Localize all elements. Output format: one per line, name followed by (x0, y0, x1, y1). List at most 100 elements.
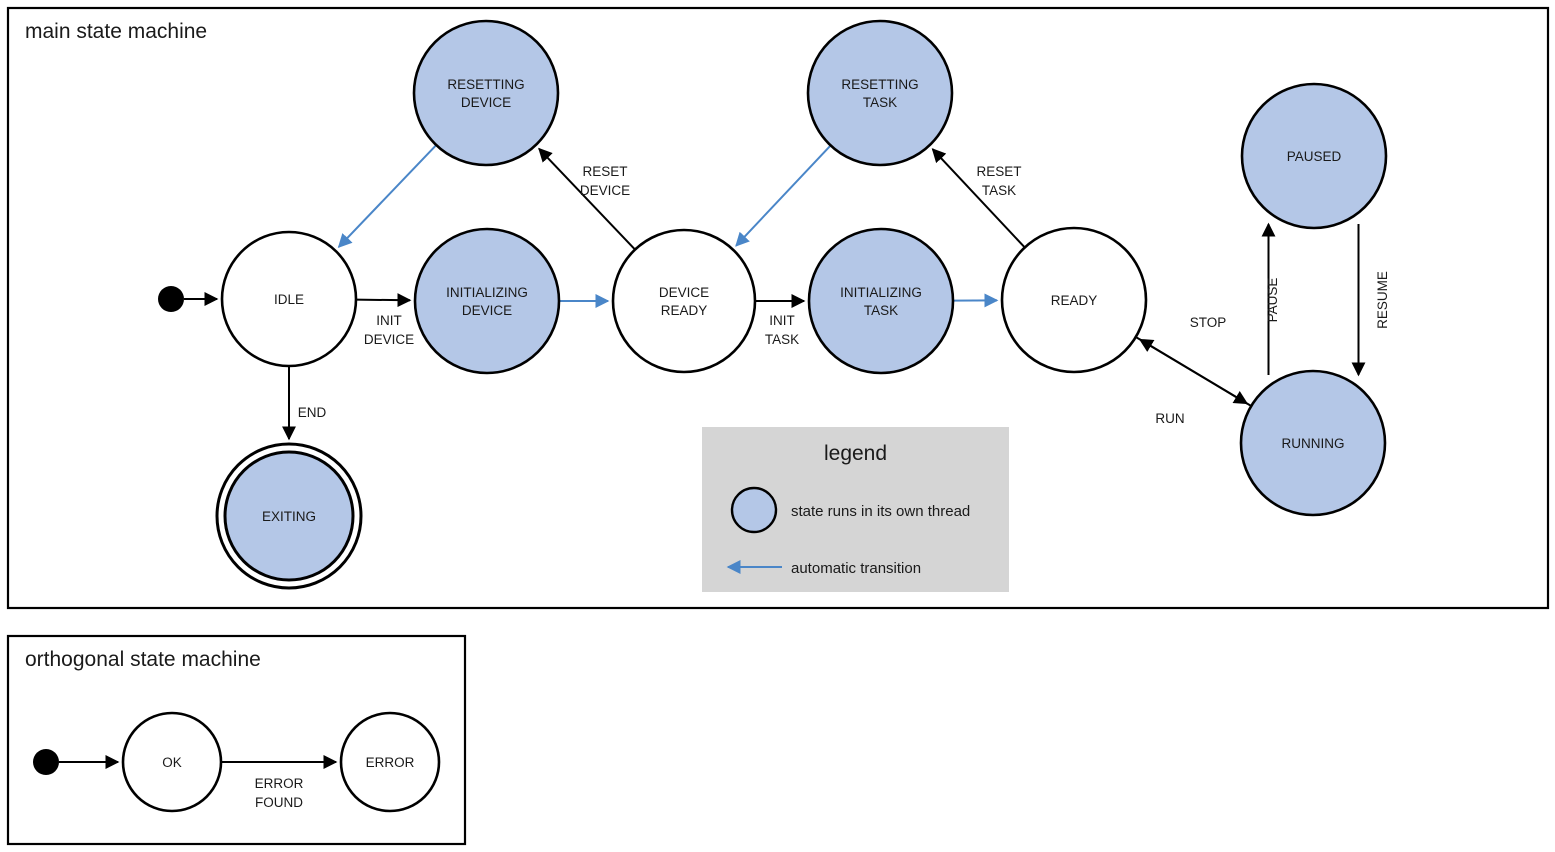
transition-label-ready-run: RUN (1155, 411, 1184, 426)
transition-resettask-devready-line (735, 144, 832, 247)
transition-devready-resetdev-line (538, 147, 636, 251)
legend-item-auto-transition: automatic transition (726, 560, 921, 577)
state-resetting-device-label: DEVICE (461, 95, 511, 110)
frame-border-main (6, 6, 1550, 610)
legend-item-auto-transition-label: automatic transition (791, 560, 921, 577)
transition-label-running-stop: STOP (1190, 315, 1227, 330)
state-initializing-task-label: INITIALIZING (840, 285, 922, 300)
state-initializing-device-label: INITIALIZING (446, 285, 528, 300)
state-paused-label: PAUSED (1287, 149, 1342, 164)
state-initializing-task[interactable]: INITIALIZING TASK (807, 227, 955, 375)
state-paused[interactable]: PAUSED (1240, 82, 1388, 230)
state-resetting-task-label: RESETTING (841, 77, 918, 92)
state-idle-label: IDLE (274, 292, 304, 307)
transition-label-ready-resettask-line: TASK (982, 183, 1016, 198)
transition-label-idle-init-device-line: DEVICE (364, 332, 414, 347)
state-running-label: RUNNING (1282, 436, 1345, 451)
state-error-label: ERROR (366, 755, 415, 770)
state-device-ready-label: READY (661, 303, 708, 318)
transition-label-devready-resetdev: RESET DEVICE (580, 164, 630, 198)
state-resetting-device[interactable]: RESETTING DEVICE (412, 19, 560, 167)
state-error-circle (339, 711, 441, 813)
legend-item-thread-state: state runs in its own thread (730, 486, 970, 534)
state-resetting-device-label: RESETTING (447, 77, 524, 92)
frame-title-main: main state machine (25, 20, 207, 43)
state-resetting-task-label: TASK (863, 95, 897, 110)
state-ok-circle (121, 711, 223, 813)
frame-orthogonal: orthogonal state machine (6, 634, 467, 846)
state-resetting-device-circle (412, 19, 560, 167)
transition-running-stop (1138, 338, 1252, 407)
state-resetting-task-circle (806, 19, 954, 167)
state-device-ready[interactable]: DEVICE READY (611, 228, 757, 374)
state-resetting-task[interactable]: RESETTING TASK (806, 19, 954, 167)
transition-label-ready-resettask: RESET TASK (976, 164, 1021, 198)
state-paused-circle (1240, 82, 1388, 230)
transition-label-devready-resetdev-line: DEVICE (580, 183, 630, 198)
transition-label-ready-run-line: RUN (1155, 411, 1184, 426)
transition-label-paused-resume: RESUME (1375, 271, 1390, 329)
transition-label-devready-inittask: INIT TASK (765, 313, 799, 347)
frame-title-orthogonal: orthogonal state machine (25, 648, 261, 671)
transition-label-ok-error-found: ERROR FOUND (255, 776, 304, 810)
state-ok-label: OK (162, 755, 182, 770)
transition-label-ok-error-found-line: FOUND (255, 795, 303, 810)
transition-label-running-pause-line: PAUSE (1265, 278, 1280, 323)
state-initializing-task-circle (807, 227, 955, 375)
state-idle[interactable]: IDLE (220, 230, 358, 368)
transition-resettask-devready (735, 144, 832, 247)
transition-label-idle-end: END (298, 405, 327, 420)
orthogonal-initial-state-node (33, 749, 59, 775)
transition-label-running-stop-line: STOP (1190, 315, 1227, 330)
transition-running-stop-line (1138, 338, 1252, 407)
orthogonal-initial-state-dot (33, 749, 59, 775)
state-running[interactable]: RUNNING (1239, 369, 1387, 517)
transition-label-devready-inittask-line: INIT (769, 313, 795, 328)
state-error[interactable]: ERROR (339, 711, 441, 813)
transition-label-idle-init-device-line: INIT (376, 313, 402, 328)
state-device-ready-circle (611, 228, 757, 374)
legend: legend state runs in its own thread automa… (702, 427, 1009, 592)
state-initializing-device-label: DEVICE (462, 303, 512, 318)
state-device-ready-label: DEVICE (659, 285, 709, 300)
state-initializing-task-label: TASK (864, 303, 898, 318)
state-initializing-device-circle (413, 227, 561, 375)
transition-label-paused-resume-line: RESUME (1375, 271, 1390, 329)
transitions-layer (59, 144, 1366, 769)
state-ready-circle (1000, 226, 1148, 374)
legend-layer: legend state runs in its own thread automa… (702, 427, 1009, 592)
transition-idle-init-device (355, 293, 412, 308)
state-running-circle (1239, 369, 1387, 517)
legend-item-thread-state-label: state runs in its own thread (791, 503, 970, 520)
state-exiting-circle (223, 450, 355, 582)
transition-label-ok-error-found-line: ERROR (255, 776, 304, 791)
state-ready[interactable]: READY (1000, 226, 1148, 374)
main-initial-state-dot (158, 286, 184, 312)
frame-border-orthogonal (6, 634, 467, 846)
transition-label-running-pause: PAUSE (1265, 278, 1280, 323)
transition-label-idle-init-device: INIT DEVICE (364, 313, 414, 347)
transition-resetdev-idle-line (337, 144, 437, 248)
legend-thread-state-circle-icon (730, 486, 778, 534)
transition-resetdev-idle (337, 144, 437, 248)
states-layer: IDLERESETTINGDEVICEINITIALIZINGDEVICEDEV… (33, 19, 1388, 813)
state-ready-label: READY (1051, 293, 1098, 308)
state-exiting-label: EXITING (262, 509, 316, 524)
state-idle-circle (220, 230, 358, 368)
state-exiting[interactable]: EXITING (215, 442, 363, 590)
transition-ready-resettask-line (931, 148, 1026, 249)
transition-ready-resettask (931, 148, 1026, 249)
state-initializing-device[interactable]: INITIALIZING DEVICE (413, 227, 561, 375)
legend-title: legend (824, 442, 887, 465)
transition-label-idle-end-line: END (298, 405, 327, 420)
transition-labels-layer: INIT DEVICE INIT TASK RESET DEVICE RESET TASK RU… (255, 164, 1390, 810)
state-ok[interactable]: OK (121, 711, 223, 813)
transition-label-devready-resetdev-line: RESET (582, 164, 627, 179)
frame-main: main state machine (6, 6, 1550, 610)
transition-idle-init-device-line (355, 293, 412, 308)
frames-layer: main state machine orthogonal state machi… (6, 6, 1550, 846)
main-initial-state-node (158, 286, 184, 312)
transition-label-devready-inittask-line: TASK (765, 332, 799, 347)
transition-label-ready-resettask-line: RESET (976, 164, 1021, 179)
